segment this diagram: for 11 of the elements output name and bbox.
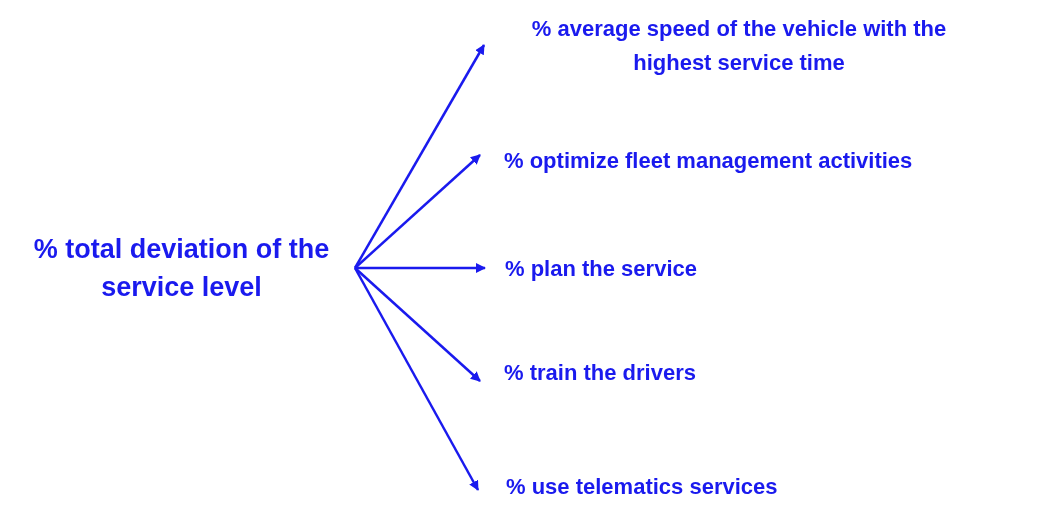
arrow bbox=[354, 154, 481, 269]
node-label: % average speed of the vehicle with the highest service time bbox=[530, 15, 948, 77]
arrow bbox=[354, 267, 481, 382]
node-label: % total deviation of the service level bbox=[32, 233, 331, 304]
node-label: % optimize fleet management activities bbox=[504, 147, 914, 175]
arrow bbox=[353, 267, 480, 491]
arrow bbox=[355, 263, 486, 273]
node-label: % train the drivers bbox=[504, 359, 697, 387]
node-label: % plan the service bbox=[505, 255, 698, 283]
arrow bbox=[353, 44, 486, 269]
node-label: % use telematics services bbox=[506, 473, 779, 501]
